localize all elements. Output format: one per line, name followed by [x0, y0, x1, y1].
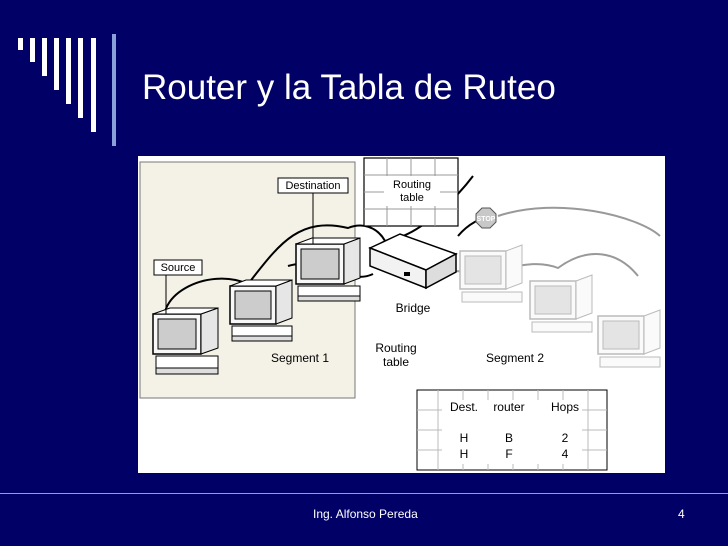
destination-label: Destination — [285, 180, 340, 192]
table-cell: H — [460, 431, 469, 445]
table-cell: H — [460, 447, 469, 461]
decorative-bars — [18, 34, 116, 146]
routing-table-top-grid: Routing table — [363, 157, 459, 227]
routing-table-mid-label-2: table — [383, 355, 409, 369]
table-header-hops: Hops — [551, 400, 579, 414]
footer-author: Ing. Alfonso Pereda — [313, 507, 418, 521]
routing-table: Dest. router Hops . H B 2 H F 4 — [416, 389, 608, 471]
destination-callout: Destination — [277, 177, 349, 244]
routing-table-top-label-2: table — [400, 192, 424, 204]
routing-table-top-label-1: Routing — [393, 179, 431, 191]
footer-divider — [0, 493, 728, 494]
computer-icon — [152, 307, 219, 375]
computer-icon — [229, 279, 293, 342]
source-callout: Source — [153, 259, 203, 314]
stop-sign-text: STOP — [477, 216, 496, 223]
bridge-label: Bridge — [396, 301, 431, 315]
table-cell: F — [505, 447, 512, 461]
table-cell: 2 — [562, 431, 569, 445]
source-label: Source — [161, 262, 196, 274]
page-number: 4 — [678, 507, 685, 521]
network-figure: STOP Routing table Destination Source Br… — [138, 156, 665, 473]
bridge-device — [368, 233, 458, 290]
table-header-dest: Dest. — [450, 400, 478, 414]
segment2-label: Segment 2 — [486, 351, 544, 365]
table-header-adjacent: router — [493, 400, 524, 414]
segment1-label: Segment 1 — [271, 351, 329, 365]
svg-text:.: . — [507, 413, 510, 427]
stop-sign-icon: STOP — [475, 207, 497, 229]
table-cell: B — [505, 431, 513, 445]
table-cell: 4 — [562, 447, 569, 461]
computer-icon — [529, 274, 593, 333]
computer-icon — [459, 244, 523, 303]
computer-icon — [295, 237, 361, 302]
computer-icon — [597, 309, 661, 368]
network-diagram: STOP Routing table Destination Source Br… — [139, 157, 661, 471]
routing-table-mid-label-1: Routing — [375, 341, 416, 355]
slide-title: Router y la Tabla de Ruteo — [142, 68, 556, 107]
